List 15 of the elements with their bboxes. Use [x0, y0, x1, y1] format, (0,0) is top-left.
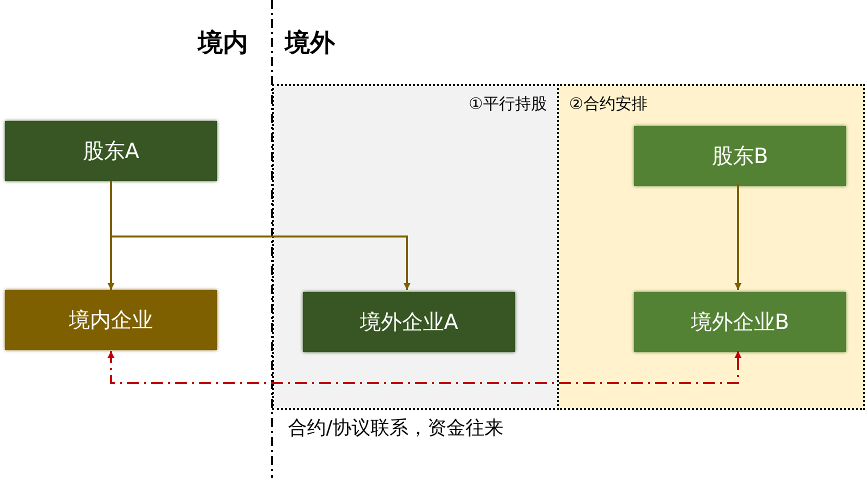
arrow [734, 184, 742, 290]
entity-box: 境内企业 [5, 290, 217, 350]
arrow [110, 181, 410, 290]
note-text: 合约/协议联系，资金往来 [288, 416, 504, 441]
region-heading: 境外 [285, 27, 335, 59]
region-heading: 境内 [198, 27, 248, 59]
group-panel [557, 84, 865, 410]
group-panel [272, 84, 559, 410]
entity-box: 股东B [634, 126, 846, 186]
entity-box: 境外企业A [303, 292, 515, 352]
panel-heading: ②合约安排 [569, 94, 648, 115]
dash-dot-arrow [108, 351, 742, 384]
entity-box: 股东A [5, 121, 217, 181]
panel-heading: ①平行持股 [468, 94, 547, 115]
entity-box: 境外企业B [634, 292, 846, 352]
